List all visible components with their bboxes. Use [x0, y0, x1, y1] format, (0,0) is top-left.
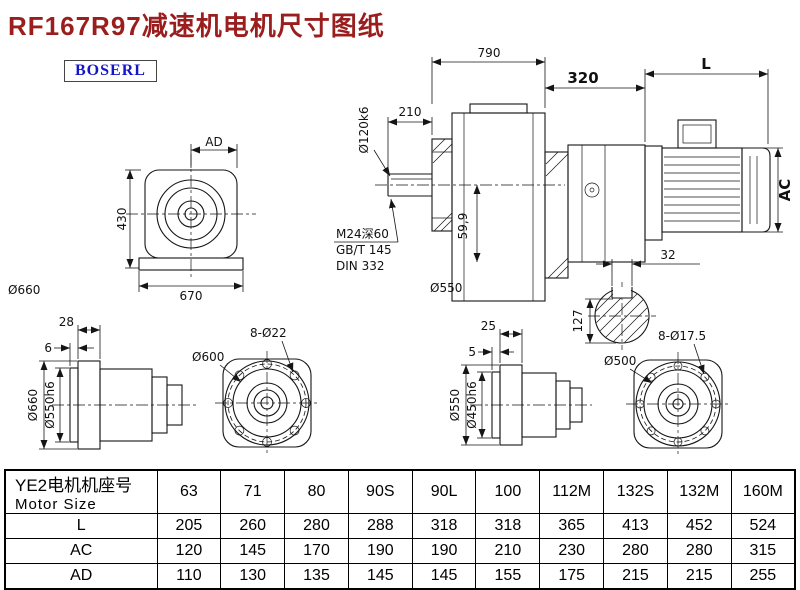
- dim-shaft-dia: Ø120k6: [357, 107, 371, 154]
- dim-670: 670: [180, 289, 203, 303]
- flange-face-500-drawing: Ø500 8-Ø17.5: [604, 329, 730, 456]
- table-cell: 318: [411, 513, 477, 539]
- table-col-header: 63: [156, 469, 222, 514]
- table-col-header: 90S: [347, 469, 413, 514]
- note-std1: GB/T 145: [336, 243, 392, 257]
- table-cell: 155: [475, 563, 541, 589]
- boserl-logo: BOSERL: [64, 60, 157, 82]
- dim-ad: AD: [205, 135, 222, 149]
- note-tap: M24深60: [336, 227, 389, 241]
- dim-side-flange: Ø550: [430, 281, 462, 295]
- table-col-header: 100: [475, 469, 541, 514]
- table-cell: 280: [666, 538, 732, 564]
- shaft-section-drawing: 32 127: [571, 248, 700, 350]
- table-row-label: AC: [4, 538, 158, 564]
- table-cell: 280: [284, 513, 349, 539]
- table-cell: 413: [603, 513, 668, 539]
- dim-320: 320: [567, 69, 598, 87]
- table-cell: 452: [666, 513, 732, 539]
- table-cell: 260: [220, 513, 286, 539]
- dim-ac: AC: [776, 179, 794, 202]
- table-cell: 120: [156, 538, 222, 564]
- dim-5: 5: [468, 345, 476, 359]
- table-cell: 255: [730, 563, 796, 589]
- table-cell: 365: [539, 513, 605, 539]
- flange-face-600-drawing: Ø600 8-Ø22: [192, 326, 319, 455]
- note-std2: DIN 332: [336, 259, 384, 273]
- dim-front-od: Ø660: [8, 283, 40, 297]
- dim-b2-bolt-circle: Ø600: [192, 350, 224, 364]
- table-cell: 215: [666, 563, 732, 589]
- table-col-header: 132S: [603, 469, 668, 514]
- table-row-ad: AD 110 130 135 145 145 155 175 215 215 2…: [4, 563, 796, 589]
- dim-b4-bolt-circle: Ø500: [604, 354, 636, 368]
- table-row-l: L 205 260 280 288 318 318 365 413 452 52…: [4, 513, 796, 539]
- table-row-ac: AC 120 145 170 190 190 210 230 280 280 3…: [4, 538, 796, 564]
- flange-profile-660-drawing: 28 6 Ø660 Ø550h6: [26, 315, 198, 450]
- page-title: RF167R97减速机电机尺寸图纸: [8, 11, 385, 41]
- table-cell: 170: [284, 538, 349, 564]
- table-cell: 215: [603, 563, 668, 589]
- table-col-header: 112M: [539, 469, 605, 514]
- table-cell: 190: [411, 538, 477, 564]
- table-col-header: 90L: [411, 469, 477, 514]
- table-cell: 280: [603, 538, 668, 564]
- table-cell: 175: [539, 563, 605, 589]
- motor-size-label-cn: YE2电机机座号: [15, 476, 133, 495]
- table-cell: 524: [730, 513, 796, 539]
- dim-l: L: [701, 55, 711, 73]
- dim-790: 790: [478, 46, 501, 60]
- dim-28: 28: [59, 315, 74, 329]
- table-cell: 145: [347, 563, 413, 589]
- table-cell: 315: [730, 538, 796, 564]
- table-col-header: 132M: [666, 469, 732, 514]
- table-row-label: AD: [4, 563, 158, 589]
- table-header-motor-size: YE2电机机座号 Motor Size: [4, 469, 158, 514]
- dim-599: 59,9: [456, 213, 470, 240]
- dim-b4-holes: 8-Ø17.5: [658, 329, 706, 343]
- dim-b3-od: Ø550: [448, 389, 462, 421]
- dim-b1-od: Ø660: [26, 389, 40, 421]
- dim-6: 6: [44, 341, 52, 355]
- dim-25: 25: [481, 319, 496, 333]
- table-cell: 110: [156, 563, 222, 589]
- table-col-header: 160M: [730, 469, 796, 514]
- dim-b1-spigot: Ø550h6: [43, 381, 57, 429]
- dim-430: 430: [115, 208, 129, 231]
- table-cell: 318: [475, 513, 541, 539]
- table-cell: 230: [539, 538, 605, 564]
- table-cell: 145: [411, 563, 477, 589]
- front-view-drawing: AD 430 670 Ø660: [8, 135, 256, 303]
- table-cell: 210: [475, 538, 541, 564]
- table-cell: 190: [347, 538, 413, 564]
- flange-profile-550-drawing: 25 5 Ø550 Ø450h6: [448, 319, 592, 446]
- table-cell: 205: [156, 513, 222, 539]
- dim-32: 32: [660, 248, 675, 262]
- dim-210: 210: [399, 105, 422, 119]
- dim-b3-spigot: Ø450h6: [465, 381, 479, 429]
- table-col-header: 71: [220, 469, 286, 514]
- motor-size-label-en: Motor Size: [15, 496, 97, 513]
- motor-size-table: YE2电机机座号 Motor Size 63 71 80 90S 90L 100…: [4, 469, 796, 590]
- table-cell: 145: [220, 538, 286, 564]
- dim-b2-holes: 8-Ø22: [250, 326, 287, 340]
- boserl-logo-text: BOSERL: [75, 62, 146, 79]
- table-cell: 135: [284, 563, 349, 589]
- table-cell: 130: [220, 563, 286, 589]
- table-col-header: 80: [284, 469, 349, 514]
- side-view-drawing: 790 210 Ø120k6 M24深60 GB/T 145 DIN 332 5…: [334, 46, 794, 302]
- dim-127: 127: [571, 310, 585, 333]
- table-cell: 288: [347, 513, 413, 539]
- dimension-drawing: AD 430 670 Ø660: [8, 46, 794, 456]
- table-row-label: L: [4, 513, 158, 539]
